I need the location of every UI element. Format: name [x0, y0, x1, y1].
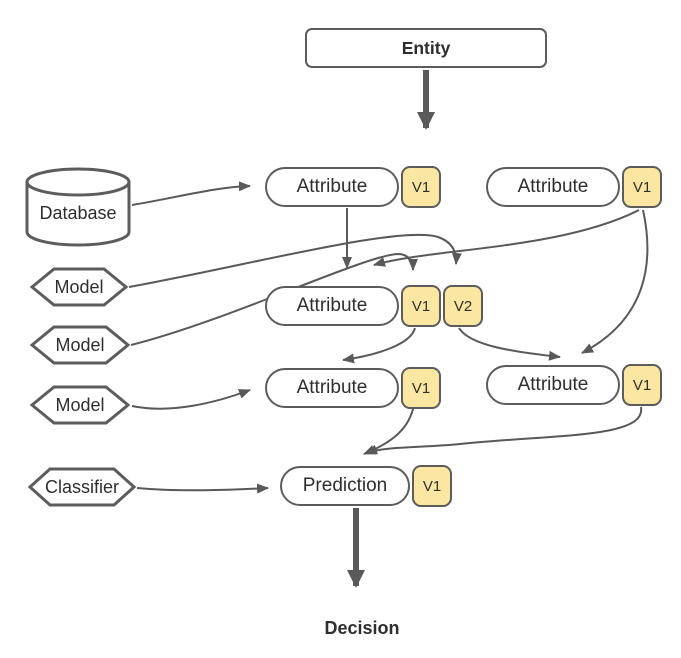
edge-database-to-attr-top — [131, 181, 251, 206]
edge-attr-mid-v1-to-attr-low-left — [342, 327, 416, 364]
attr-mid-shape[interactable]: Attribute — [265, 286, 399, 326]
edge-classifier-to-prediction — [136, 483, 269, 494]
node-model-1[interactable]: Model — [30, 267, 128, 307]
attr-mid-version-badge-v1[interactable]: V1 — [401, 285, 441, 327]
edge-attr-low-right-v1-to-prediction — [365, 406, 643, 455]
attr-low-right-shape[interactable]: Attribute — [486, 365, 620, 405]
attr-top-version-badge[interactable]: V1 — [401, 166, 441, 208]
model-3-label: Model — [55, 394, 105, 415]
edge-attr-top-right-v1-to-attr-low-right — [581, 209, 649, 354]
database-label: Database — [39, 202, 117, 223]
attr-low-right-version-text: V1 — [632, 376, 652, 394]
prediction-label: Prediction — [302, 475, 388, 496]
attr-top-version-text: V1 — [411, 178, 431, 196]
model-2-label: Model — [55, 334, 105, 355]
edge-model-1-to-attr-mid-v2 — [128, 233, 462, 288]
attr-low-left-version-text: V1 — [411, 379, 431, 397]
node-database[interactable]: Database — [25, 167, 131, 247]
node-attr-top[interactable]: Attribute V1 — [265, 166, 441, 208]
node-attr-low-left[interactable]: Attribute V1 — [265, 367, 441, 409]
model-1-label: Model — [54, 276, 104, 297]
node-model-3[interactable]: Model — [30, 385, 130, 425]
node-attr-top-right[interactable]: Attribute V1 — [486, 166, 662, 208]
attr-low-left-version-badge[interactable]: V1 — [401, 367, 441, 409]
node-attr-low-right[interactable]: Attribute V1 — [486, 364, 662, 406]
attr-mid-v1-text: V1 — [411, 297, 431, 315]
hexagon-icon — [30, 385, 130, 425]
hexagon-icon — [30, 267, 128, 307]
attr-mid-v2-text: V2 — [453, 297, 473, 315]
prediction-version-text: V1 — [422, 477, 442, 495]
attr-low-left-label: Attribute — [296, 377, 368, 398]
hexagon-icon — [30, 325, 130, 365]
node-entity[interactable]: Entity — [305, 28, 547, 68]
attr-low-left-shape[interactable]: Attribute — [265, 368, 399, 408]
node-classifier[interactable]: Classifier — [28, 467, 136, 507]
node-attr-mid[interactable]: Attribute V1 V2 — [265, 285, 483, 327]
edge-model-2-to-attr-mid-v1 — [130, 252, 418, 346]
edge-attr-mid-v2-to-attr-low-right — [458, 327, 561, 361]
attr-low-right-label: Attribute — [517, 374, 589, 395]
entity-label: Entity — [401, 37, 451, 58]
attr-top-right-label: Attribute — [517, 176, 589, 197]
attr-top-shape[interactable]: Attribute — [265, 167, 399, 207]
prediction-shape[interactable]: Prediction — [280, 466, 410, 506]
node-prediction[interactable]: Prediction V1 — [280, 465, 452, 507]
edge-model-3-to-attr-low-left — [131, 389, 251, 410]
prediction-version-badge[interactable]: V1 — [412, 465, 452, 507]
attr-top-right-version-text: V1 — [632, 178, 652, 196]
entity-shape[interactable]: Entity — [305, 28, 547, 68]
classifier-label: Classifier — [44, 476, 119, 497]
node-model-2[interactable]: Model — [30, 325, 130, 365]
attr-low-right-version-badge[interactable]: V1 — [622, 364, 662, 406]
attr-mid-version-badge-v2[interactable]: V2 — [443, 285, 483, 327]
decision-label: Decision — [324, 618, 400, 638]
attr-top-right-version-badge[interactable]: V1 — [622, 166, 662, 208]
attr-top-right-shape[interactable]: Attribute — [486, 167, 620, 207]
hexagon-icon — [28, 467, 136, 507]
attr-top-label: Attribute — [296, 176, 368, 197]
database-cylinder-icon — [25, 167, 131, 247]
attr-mid-label: Attribute — [296, 295, 368, 316]
edge-attr-top-right-v1-to-attr-mid — [373, 209, 640, 267]
